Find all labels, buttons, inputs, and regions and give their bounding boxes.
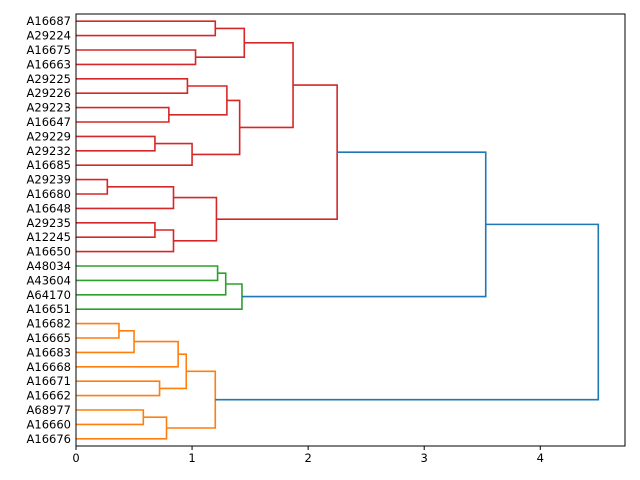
dendrogram-link <box>76 265 219 282</box>
x-axis-tick-label: 0 <box>72 451 79 465</box>
dendrogram-link <box>166 370 217 429</box>
dendrogram-link <box>76 20 217 37</box>
dendrogram-link <box>239 42 294 129</box>
leaf-label: A16651 <box>27 302 71 316</box>
dendrogram-link <box>76 186 175 210</box>
leaf-label: A16665 <box>27 331 71 345</box>
leaf-label: A29232 <box>27 144 71 158</box>
leaf-label: A16683 <box>27 345 71 359</box>
leaf-label: A16662 <box>27 389 71 403</box>
dendrogram-link <box>76 78 189 94</box>
dendrogram-link <box>168 85 228 116</box>
dendrogram-link <box>76 135 156 152</box>
leaf-label: A16676 <box>27 432 71 446</box>
leaf-label: A64170 <box>27 288 71 302</box>
dendrogram-link <box>76 330 135 354</box>
leaf-label: A29239 <box>27 173 71 187</box>
dendrogram-link <box>76 49 197 66</box>
leaf-label: A16687 <box>27 14 71 28</box>
leaf-label: A16680 <box>27 187 71 201</box>
leaf-label: A16650 <box>27 245 71 259</box>
dendrogram-link <box>76 322 120 339</box>
x-axis-tick-label: 4 <box>537 451 544 465</box>
leaf-label: A16682 <box>27 317 71 331</box>
leaf-label: A29225 <box>27 72 71 86</box>
leaf-label: A16671 <box>27 374 71 388</box>
leaf-label: A29229 <box>27 129 71 143</box>
leaf-label: A16648 <box>27 201 71 215</box>
dendrogram-link <box>76 380 161 397</box>
dendrogram-link <box>76 142 193 166</box>
leaf-label: A68977 <box>27 403 71 417</box>
x-axis-tick-label: 2 <box>304 451 311 465</box>
dendrogram-link <box>76 272 227 296</box>
dendrogram-link <box>76 222 156 238</box>
leaf-label: A16675 <box>27 43 71 57</box>
leaf-label: A16685 <box>27 158 71 172</box>
leaf-label: A16663 <box>27 57 71 71</box>
dendrogram-link <box>76 178 109 195</box>
dendrogram-link <box>215 223 600 401</box>
dendrogram-link <box>76 416 168 440</box>
leaf-label: A16647 <box>27 115 71 129</box>
leaf-label: A29226 <box>27 86 71 100</box>
dendrogram-link <box>195 27 246 58</box>
dendrogram-link <box>173 196 218 242</box>
leaf-label: A16668 <box>27 360 71 374</box>
dendrogram-link <box>76 340 179 368</box>
leaf-label: A16660 <box>27 417 71 431</box>
dendrogram-link <box>76 409 145 426</box>
leaf-label: A29223 <box>27 101 71 115</box>
dendrogram-link <box>192 99 241 156</box>
leaf-label: A29235 <box>27 216 71 230</box>
leaf-label: A43604 <box>27 273 71 287</box>
leaf-label: A12245 <box>27 230 71 244</box>
axes-spines <box>75 13 626 447</box>
dendrogram-link <box>76 229 175 253</box>
x-axis-tick-label: 1 <box>188 451 195 465</box>
dendrogram-link <box>159 353 188 390</box>
dendrogram-link <box>216 84 338 220</box>
leaf-label: A48034 <box>27 259 71 273</box>
leaf-label: A29224 <box>27 29 71 43</box>
dendrogram-link <box>76 283 243 310</box>
dendrogram-link <box>76 106 170 123</box>
dendrogram-link <box>241 151 487 298</box>
x-axis-tick-label: 3 <box>421 451 428 465</box>
